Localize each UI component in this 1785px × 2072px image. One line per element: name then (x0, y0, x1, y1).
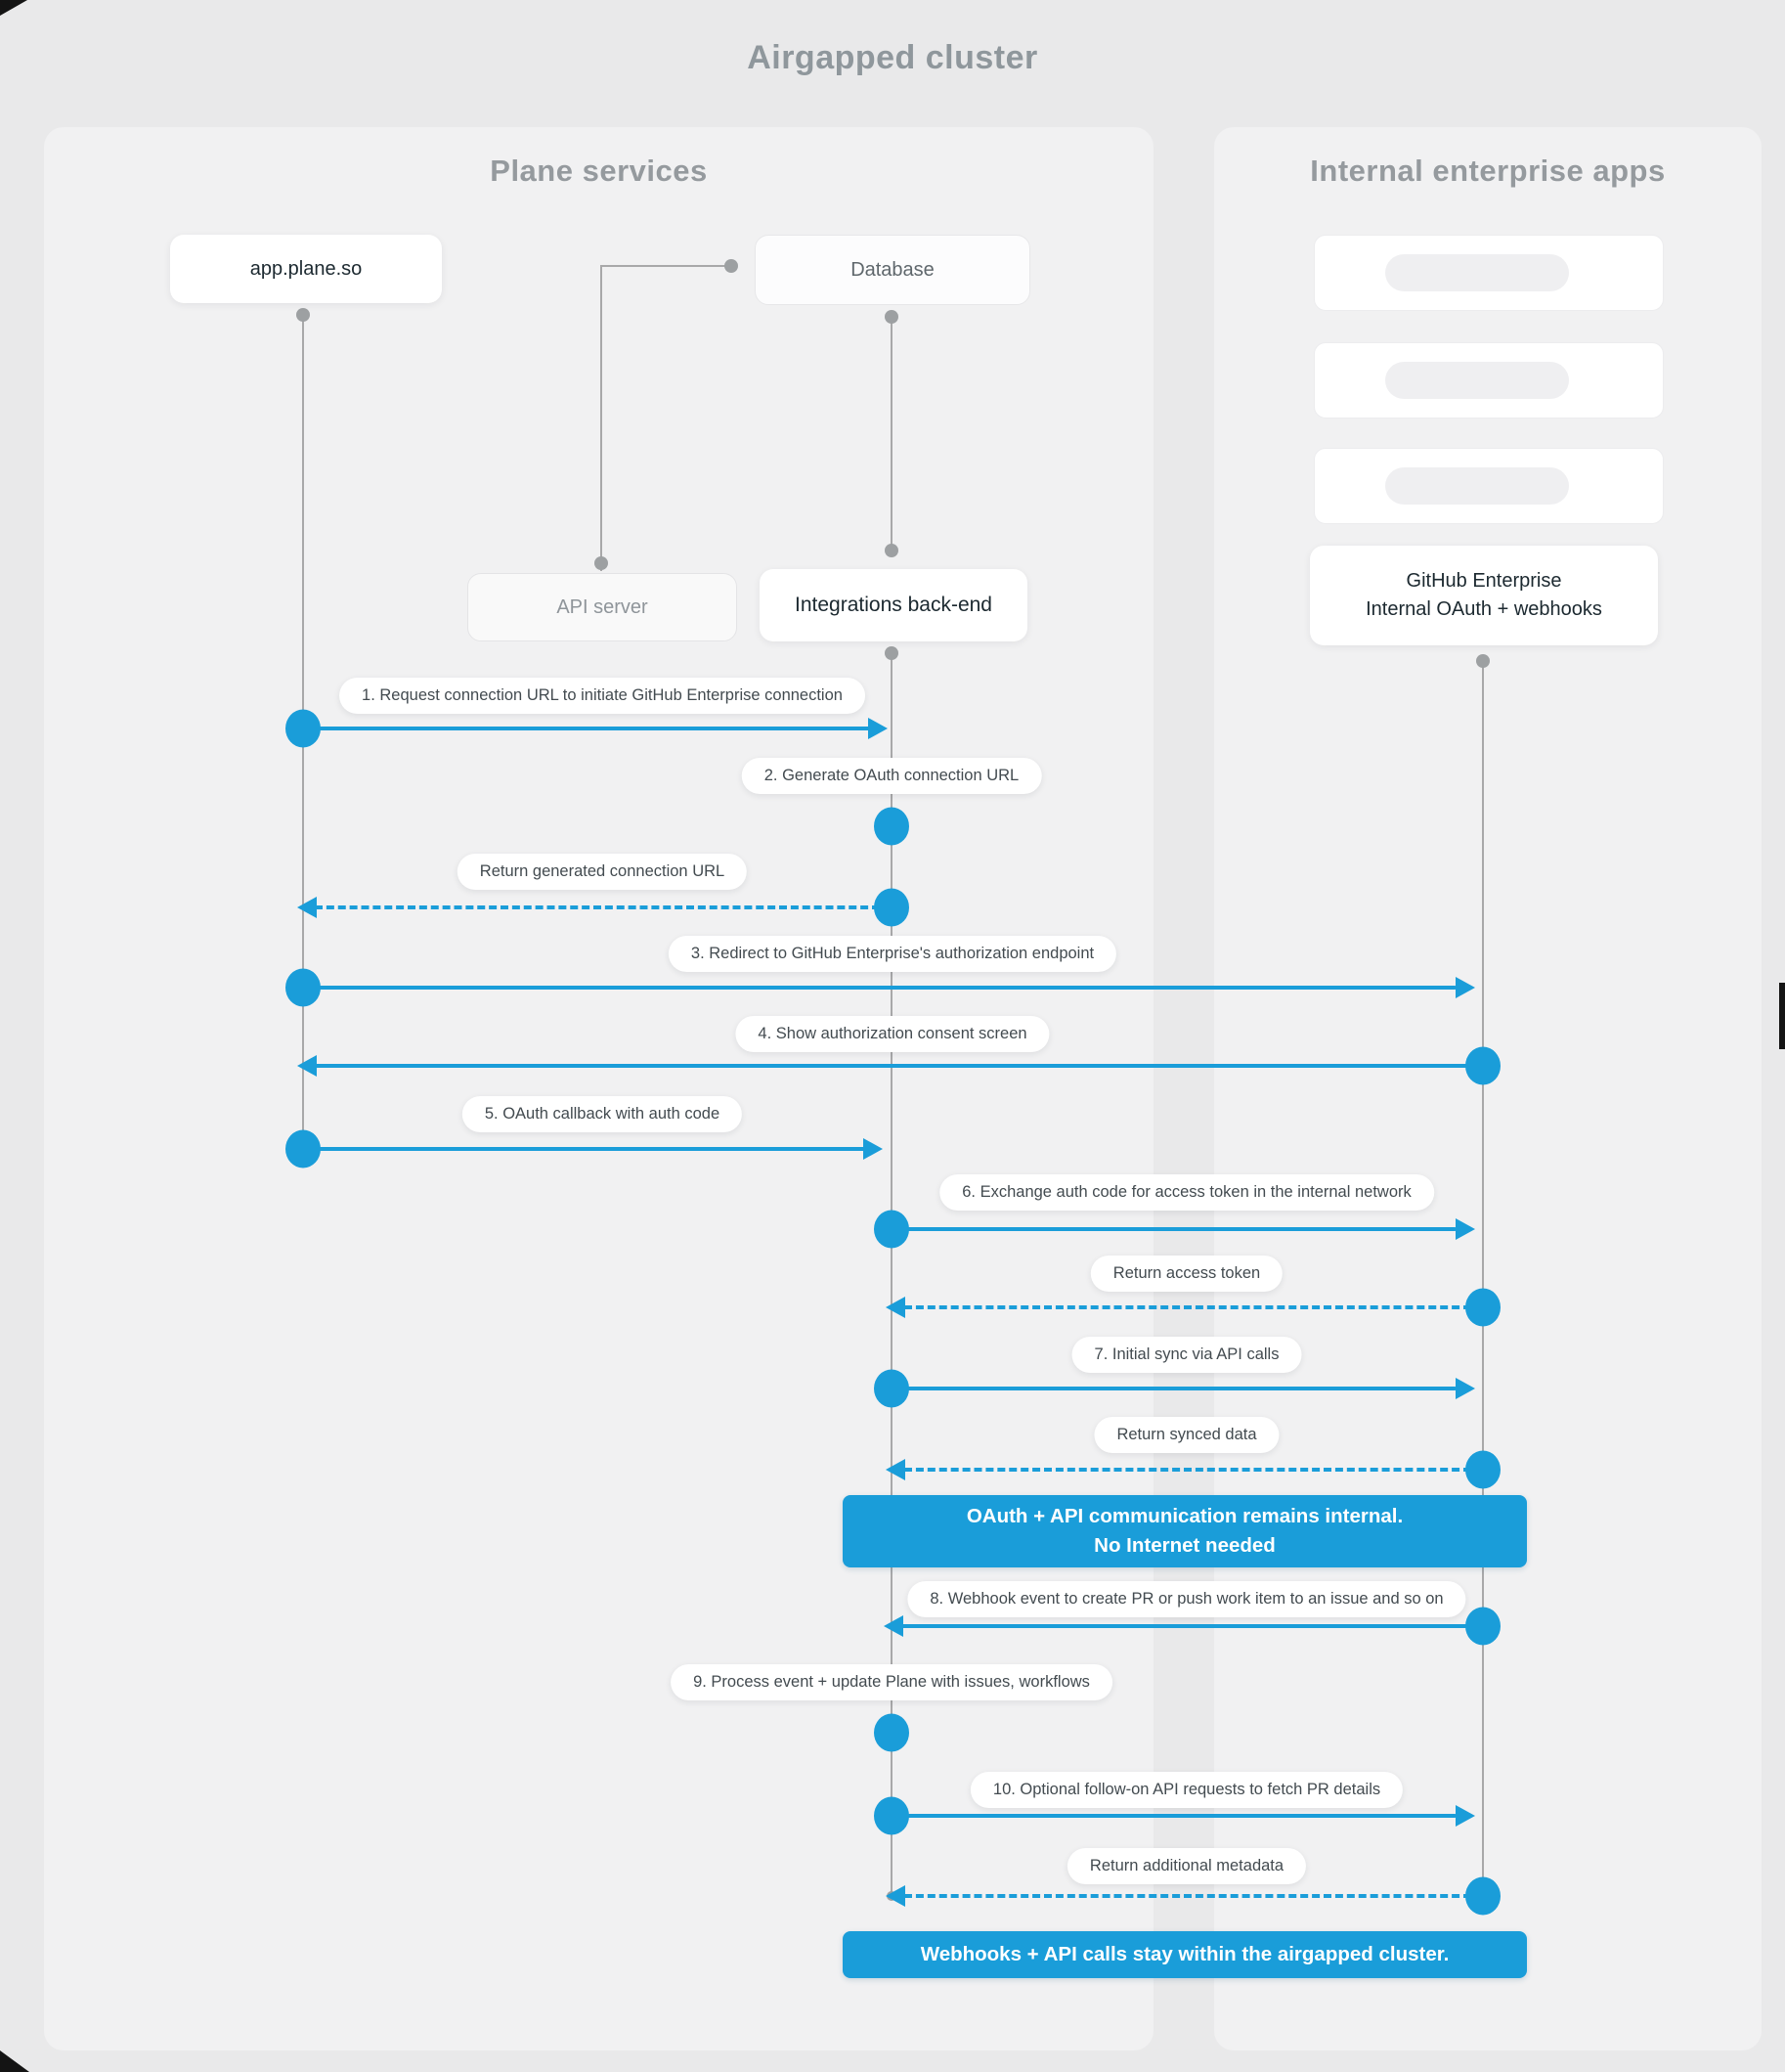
message-label-10: 10. Optional follow-on API requests to f… (970, 1772, 1404, 1808)
message-origin-dot (1465, 1607, 1501, 1646)
panel-internal-apps-title: Internal enterprise apps (1310, 154, 1666, 188)
message-arrow-return-metadata (904, 1894, 1471, 1898)
arrowhead-right (863, 1138, 883, 1160)
connector-dot (296, 308, 310, 322)
message-label-4: 4. Show authorization consent screen (735, 1016, 1050, 1052)
message-origin-dot (1465, 1046, 1501, 1085)
message-arrow-return-token (904, 1305, 1471, 1309)
message-origin-dot (285, 968, 321, 1007)
banner-line2: No Internet needed (1094, 1534, 1276, 1557)
placeholder-bar (1385, 254, 1569, 291)
message-label-return-token: Return access token (1090, 1256, 1284, 1292)
message-origin-dot (874, 1713, 909, 1752)
banner-airgapped-cluster: Webhooks + API calls stay within the air… (843, 1931, 1527, 1978)
connector-dot (724, 259, 738, 273)
connector-api-server-horizontal (600, 265, 731, 267)
screen-corner-artifact (0, 0, 27, 16)
message-origin-dot (285, 709, 321, 748)
message-label-5: 5. OAuth callback with auth code (461, 1096, 743, 1132)
lifeline-database (891, 315, 892, 551)
message-label-1: 1. Request connection URL to initiate Gi… (339, 678, 865, 714)
connector-dot (885, 544, 898, 557)
message-origin-dot (874, 1369, 909, 1408)
screen-edge-artifact (1779, 983, 1785, 1049)
placeholder-card (1314, 235, 1664, 311)
message-origin-dot (874, 1210, 909, 1249)
placeholder-bar (1385, 362, 1569, 399)
message-label-return-url: Return generated connection URL (457, 854, 748, 890)
node-github-label-line2: Internal OAuth + webhooks (1366, 598, 1602, 620)
page-title: Airgapped cluster (747, 39, 1038, 76)
message-origin-dot (1465, 1876, 1501, 1916)
message-origin-dot (285, 1129, 321, 1168)
node-database-label: Database (850, 258, 935, 281)
arrowhead-left (297, 897, 317, 918)
message-origin-dot (874, 888, 909, 927)
message-label-return-synced: Return synced data (1094, 1417, 1280, 1453)
panel-plane-services (44, 127, 1154, 2050)
message-origin-dot (1465, 1450, 1501, 1489)
node-app-plane-so: app.plane.so (170, 235, 442, 303)
arrowhead-left (886, 1297, 905, 1318)
node-database: Database (755, 235, 1030, 305)
message-arrow-4 (315, 1064, 1483, 1068)
message-arrow-7 (892, 1387, 1457, 1390)
message-arrow-return-url (315, 905, 880, 909)
arrowhead-right (1456, 977, 1475, 998)
node-github-label-line1: GitHub Enterprise (1406, 570, 1562, 592)
connector-dot (1476, 654, 1490, 668)
lifeline-integrations (891, 651, 892, 1896)
arrowhead-left (884, 1615, 903, 1637)
message-label-3: 3. Redirect to GitHub Enterprise's autho… (668, 936, 1117, 972)
connector-dot (885, 646, 898, 660)
message-label-2: 2. Generate OAuth connection URL (741, 758, 1042, 794)
node-api-server-label: API server (556, 595, 648, 618)
message-arrow-5 (303, 1147, 865, 1151)
message-origin-dot (874, 807, 909, 846)
message-arrow-return-synced (904, 1468, 1471, 1472)
message-origin-dot (874, 1796, 909, 1835)
screen-corner-artifact (0, 2050, 29, 2072)
message-label-return-metadata: Return additional metadata (1067, 1848, 1307, 1884)
message-arrow-10 (892, 1814, 1457, 1818)
message-label-6: 6. Exchange auth code for access token i… (939, 1174, 1434, 1211)
message-arrow-6 (892, 1227, 1457, 1231)
banner-line1: Webhooks + API calls stay within the air… (920, 1943, 1450, 1966)
node-integrations-backend: Integrations back-end (760, 569, 1027, 641)
banner-line1: OAuth + API communication remains intern… (966, 1505, 1404, 1528)
message-label-8: 8. Webhook event to create PR or push wo… (907, 1581, 1466, 1617)
placeholder-card (1314, 448, 1664, 524)
connector-dot (885, 310, 898, 324)
lifeline-github (1482, 657, 1484, 1896)
node-app-label: app.plane.so (249, 257, 363, 280)
arrowhead-right (1456, 1805, 1475, 1827)
node-github-enterprise: GitHub Enterprise Internal OAuth + webho… (1310, 546, 1658, 645)
message-origin-dot (1465, 1288, 1501, 1327)
arrowhead-left (886, 1459, 905, 1480)
panel-internal-apps (1214, 127, 1762, 2050)
node-integrations-label: Integrations back-end (795, 594, 992, 616)
arrowhead-left (886, 1885, 905, 1907)
node-api-server: API server (467, 573, 737, 641)
message-arrow-1 (303, 727, 870, 730)
connector-dot (594, 556, 608, 570)
arrowhead-right (1456, 1378, 1475, 1399)
arrowhead-left (297, 1055, 317, 1077)
message-label-7: 7. Initial sync via API calls (1071, 1337, 1302, 1373)
message-arrow-8 (901, 1624, 1483, 1628)
connector-api-server-vertical (600, 266, 602, 571)
message-label-9: 9. Process event + update Plane with iss… (671, 1664, 1112, 1700)
placeholder-bar (1385, 467, 1569, 505)
arrowhead-right (868, 718, 888, 739)
arrowhead-right (1456, 1218, 1475, 1240)
message-arrow-3 (303, 986, 1457, 990)
panel-plane-services-title: Plane services (490, 154, 708, 188)
banner-internal-communication: OAuth + API communication remains intern… (843, 1495, 1527, 1567)
placeholder-card (1314, 342, 1664, 419)
